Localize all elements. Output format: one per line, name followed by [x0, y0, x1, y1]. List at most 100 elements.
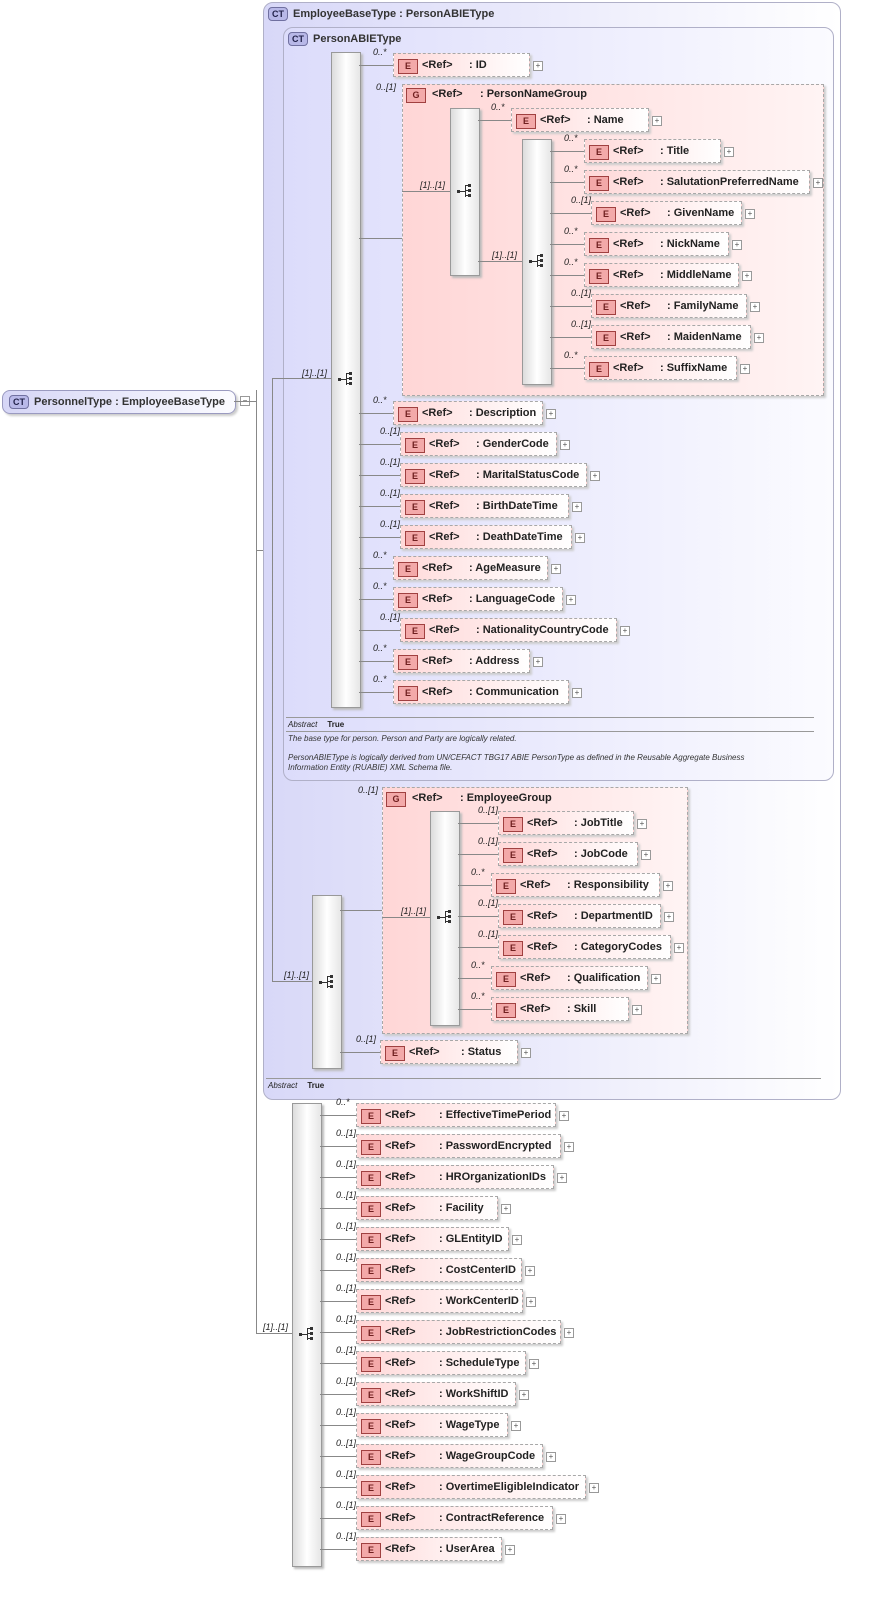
element-node[interactable]: E<Ref>: WageType — [356, 1413, 508, 1437]
element-node[interactable]: E<Ref>: NationalityCountryCode — [400, 618, 617, 642]
expand-icon[interactable]: + — [724, 147, 734, 157]
element-node[interactable]: E<Ref>: WorkShiftID — [356, 1382, 516, 1406]
element-node[interactable]: E<Ref>: PasswordEncrypted — [356, 1134, 561, 1158]
element-node[interactable]: E<Ref>: Description — [393, 401, 543, 425]
element-icon: E — [596, 300, 616, 315]
element-node[interactable]: E<Ref>: Status — [380, 1040, 518, 1064]
expand-icon[interactable]: + — [663, 881, 673, 891]
element-node[interactable]: E<Ref>: Skill — [491, 997, 629, 1021]
expand-icon[interactable]: + — [519, 1390, 529, 1400]
expand-icon[interactable]: + — [651, 974, 661, 984]
expand-icon[interactable]: + — [572, 688, 582, 698]
element-node[interactable]: E<Ref>: JobRestrictionCodes — [356, 1320, 561, 1344]
expand-icon[interactable]: + — [533, 61, 543, 71]
expand-icon[interactable]: + — [745, 209, 755, 219]
expand-icon[interactable]: + — [529, 1359, 539, 1369]
expand-icon[interactable]: + — [664, 912, 674, 922]
personnel-sequence[interactable] — [292, 1103, 322, 1567]
expand-icon[interactable]: + — [575, 533, 585, 543]
expand-icon[interactable]: + — [637, 819, 647, 829]
expand-icon[interactable]: + — [590, 471, 600, 481]
element-name: : DepartmentID — [574, 910, 653, 922]
element-node[interactable]: E<Ref>: GenderCode — [400, 432, 557, 456]
expand-icon[interactable]: + — [641, 850, 651, 860]
element-node[interactable]: E<Ref>: Qualification — [491, 966, 648, 990]
expand-icon[interactable]: + — [560, 440, 570, 450]
element-node[interactable]: E<Ref>: DepartmentID — [498, 904, 661, 928]
element-node[interactable]: E<Ref>: Name — [511, 108, 649, 132]
expand-icon[interactable]: + — [556, 1514, 566, 1524]
expand-icon[interactable]: + — [512, 1235, 522, 1245]
expand-icon[interactable]: + — [754, 333, 764, 343]
element-node[interactable]: E<Ref>: BirthDateTime — [400, 494, 569, 518]
element-icon: E — [361, 1140, 381, 1155]
expand-icon[interactable]: + — [505, 1545, 515, 1555]
element-node[interactable]: E<Ref>: ScheduleType — [356, 1351, 526, 1375]
element-node[interactable]: E<Ref>: MaritalStatusCode — [400, 463, 587, 487]
element-node[interactable]: E<Ref>: FamilyName — [591, 294, 747, 318]
element-node[interactable]: E<Ref>: Communication — [393, 680, 569, 704]
expand-icon[interactable]: + — [525, 1266, 535, 1276]
expand-icon[interactable]: + — [589, 1483, 599, 1493]
element-node[interactable]: E<Ref>: WorkCenterID — [356, 1289, 523, 1313]
connector — [234, 401, 256, 402]
expand-icon[interactable]: + — [533, 657, 543, 667]
element-node[interactable]: E<Ref>: LanguageCode — [393, 587, 563, 611]
element-node[interactable]: E<Ref>: Address — [393, 649, 530, 673]
element-node[interactable]: E<Ref>: Facility — [356, 1196, 498, 1220]
expand-icon[interactable]: + — [526, 1297, 536, 1307]
element-node[interactable]: E<Ref>: WageGroupCode — [356, 1444, 543, 1468]
expand-icon[interactable]: + — [674, 943, 684, 953]
element-node[interactable]: E<Ref>: AgeMeasure — [393, 556, 548, 580]
expand-icon[interactable]: + — [813, 178, 823, 188]
element-node[interactable]: E<Ref>: MaidenName — [591, 325, 751, 349]
expand-icon[interactable]: + — [740, 364, 750, 374]
expand-icon[interactable]: + — [546, 409, 556, 419]
element-node[interactable]: E<Ref>: GLEntityID — [356, 1227, 509, 1251]
element-node[interactable]: E<Ref>: NickName — [584, 232, 729, 256]
element-node[interactable]: E<Ref>: GivenName — [591, 201, 742, 225]
element-node[interactable]: E<Ref>: SuffixName — [584, 356, 737, 380]
element-ref: <Ref> — [385, 1171, 416, 1183]
element-node[interactable]: E<Ref>: OvertimeEligibleIndicator — [356, 1475, 586, 1499]
expand-icon[interactable]: + — [566, 595, 576, 605]
expand-icon[interactable]: + — [559, 1111, 569, 1121]
expand-icon[interactable]: + — [742, 271, 752, 281]
element-node[interactable]: E<Ref>: SalutationPreferredName — [584, 170, 810, 194]
element-node[interactable]: E<Ref>: ContractReference — [356, 1506, 553, 1530]
element-node[interactable]: E<Ref>: CostCenterID — [356, 1258, 522, 1282]
element-node[interactable]: E<Ref>: CategoryCodes — [498, 935, 671, 959]
element-node[interactable]: E<Ref>: EffectiveTimePeriod — [356, 1103, 556, 1127]
sequence-icon — [457, 184, 471, 197]
divider — [286, 731, 814, 732]
element-ref: <Ref> — [620, 207, 651, 219]
expand-icon[interactable]: + — [546, 1452, 556, 1462]
element-node[interactable]: E<Ref>: JobCode — [498, 842, 638, 866]
expand-icon[interactable]: + — [551, 564, 561, 574]
element-node[interactable]: E<Ref>: ID — [393, 53, 530, 77]
element-node[interactable]: E<Ref>: MiddleName — [584, 263, 739, 287]
expand-icon[interactable]: + — [521, 1048, 531, 1058]
expand-icon[interactable]: + — [652, 116, 662, 126]
expand-icon[interactable]: + — [511, 1421, 521, 1431]
element-name: : PasswordEncrypted — [439, 1140, 552, 1152]
element-node[interactable]: E<Ref>: Title — [584, 139, 721, 163]
expand-icon[interactable]: + — [632, 1005, 642, 1015]
element-node[interactable]: E<Ref>: Responsibility — [491, 873, 660, 897]
expand-icon[interactable]: + — [557, 1173, 567, 1183]
element-node[interactable]: E<Ref>: DeathDateTime — [400, 525, 572, 549]
expand-icon[interactable]: + — [564, 1142, 574, 1152]
expand-icon[interactable]: + — [620, 626, 630, 636]
element-icon: E — [361, 1295, 381, 1310]
expand-icon[interactable]: + — [501, 1204, 511, 1214]
element-name: : SalutationPreferredName — [660, 176, 799, 188]
expand-icon[interactable]: + — [732, 240, 742, 250]
expand-icon[interactable]: + — [564, 1328, 574, 1338]
expand-icon[interactable]: + — [572, 502, 582, 512]
element-node[interactable]: E<Ref>: UserArea — [356, 1537, 502, 1561]
element-node[interactable]: E<Ref>: JobTitle — [498, 811, 634, 835]
expand-icon[interactable]: + — [750, 302, 760, 312]
element-node[interactable]: E<Ref>: HROrganizationIDs — [356, 1165, 554, 1189]
cardinality: 0..* — [564, 350, 578, 360]
